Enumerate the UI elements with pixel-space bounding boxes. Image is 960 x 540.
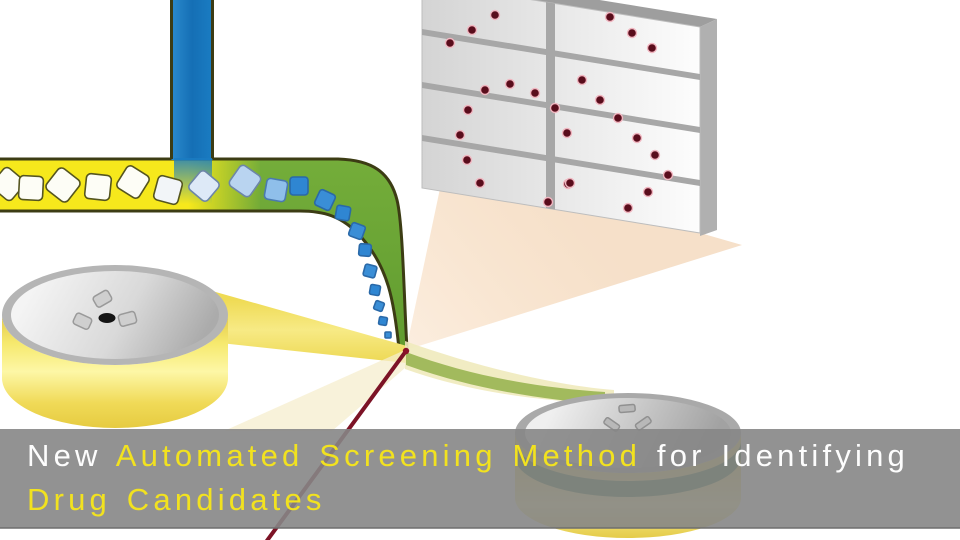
droplet-dot <box>466 24 478 36</box>
sample-particle <box>368 283 382 297</box>
droplet-dot <box>504 78 516 90</box>
sample-particle <box>263 177 289 203</box>
droplet-trail-green <box>406 352 605 404</box>
panel-row-gap <box>422 29 700 80</box>
processed-tape <box>224 341 614 431</box>
laser-spot <box>402 347 410 355</box>
collection-reel-clips <box>603 403 652 432</box>
droplet-dot <box>564 177 576 189</box>
title-line-1: New Automated Screening Method for Ident… <box>27 438 909 473</box>
sample-particle <box>17 174 45 202</box>
droplet-dot <box>444 37 456 49</box>
panel-row-gap <box>422 135 700 186</box>
droplet-dot <box>479 84 491 96</box>
sorted-droplet-dots <box>444 9 674 214</box>
sample-particles <box>0 164 392 339</box>
title-banner-bg <box>0 429 960 528</box>
title-line-2: Drug Candidates <box>27 482 326 517</box>
droplet-dot <box>594 94 606 106</box>
droplet-dot <box>646 42 658 54</box>
microwell-array-panel <box>421 0 717 236</box>
droplet-dot <box>462 104 474 116</box>
sample-particle <box>377 315 389 327</box>
supply-reel-hub-hole <box>98 313 116 323</box>
detection-light-cone <box>406 160 742 350</box>
sample-particle <box>357 242 373 258</box>
droplet-dot <box>626 27 638 39</box>
droplet-dot <box>662 169 674 181</box>
title-segment-highlight: Automated Screening Method <box>116 438 641 473</box>
sample-particle <box>372 299 386 313</box>
droplet-dot <box>604 11 616 23</box>
title-banner: New Automated Screening Method for Ident… <box>0 429 960 529</box>
sample-particle <box>362 263 378 279</box>
droplet-dot <box>622 202 634 214</box>
supply-reel-top <box>11 271 219 359</box>
droplet-dot <box>542 196 554 208</box>
droplet-dot <box>612 112 624 124</box>
sample-particle <box>313 188 337 212</box>
tape-ribbon <box>198 287 407 363</box>
droplet-dot <box>631 132 643 144</box>
panel-side-face <box>700 19 717 236</box>
droplet-dot <box>576 74 588 86</box>
droplet-dot <box>649 149 661 161</box>
title-segment: New <box>27 438 116 473</box>
sample-particle <box>188 170 220 202</box>
sample-particle <box>334 204 352 222</box>
microfluidic-channels <box>0 0 409 351</box>
sample-particle <box>45 167 81 203</box>
droplet-dot <box>549 102 561 114</box>
supply-reel-clips <box>72 289 138 331</box>
droplet-dot <box>454 129 466 141</box>
droplet-dot <box>561 127 573 139</box>
sample-particle <box>384 331 392 339</box>
sample-particle <box>116 165 150 199</box>
sample-particle <box>347 221 367 241</box>
sample-particle <box>152 174 184 206</box>
panel-row-gap <box>422 82 700 133</box>
inlet-channel-blue <box>171 0 213 160</box>
droplet-dot <box>489 9 501 21</box>
panel-top-face <box>533 0 717 27</box>
sample-particle <box>83 172 113 202</box>
droplet-dot <box>474 177 486 189</box>
sample-particle <box>289 176 309 196</box>
droplet-dot <box>461 154 473 166</box>
title-segment: for Identifying <box>641 438 909 473</box>
supply-reel <box>2 265 228 428</box>
tape-reflection <box>224 350 405 431</box>
title-segment-highlight: Drug Candidates <box>27 482 326 517</box>
droplet-dot <box>529 87 541 99</box>
sample-particle <box>228 164 262 198</box>
droplet-dot <box>642 186 654 198</box>
supply-reel-side <box>2 315 228 428</box>
